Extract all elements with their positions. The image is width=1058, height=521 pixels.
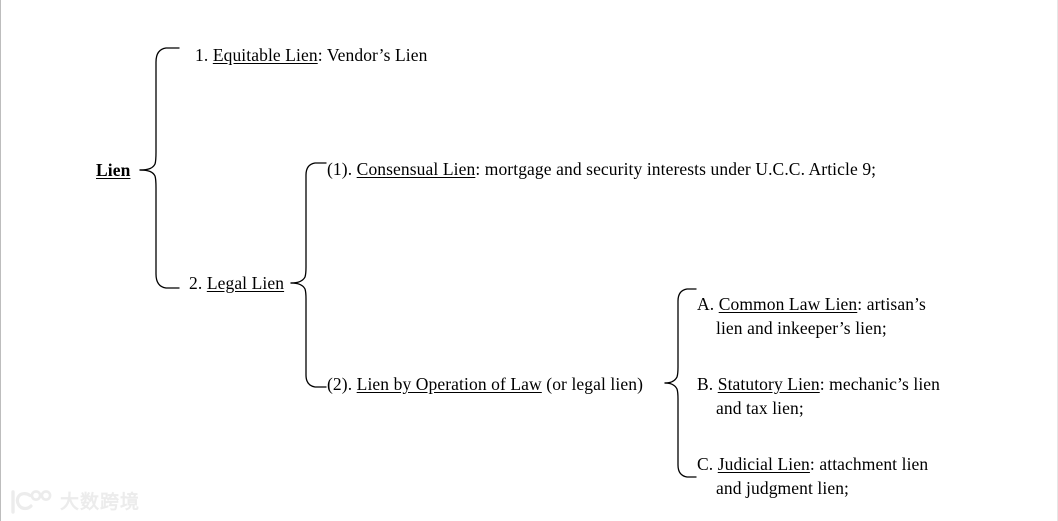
node-3-a-number: A. (697, 294, 715, 314)
node-1-number: 1. (195, 45, 209, 65)
brace-operation-of-law-to-level3 (664, 283, 697, 483)
node-1-term: Equitable Lien (212, 45, 318, 65)
node-3-a-line2: lien and inkeeper’s lien; (716, 318, 887, 338)
node-2-2-rest: (or legal lien) (541, 374, 644, 394)
node-2-1-term: Consensual Lien (356, 159, 476, 179)
node-2-term: Legal Lien (206, 273, 285, 293)
node-1-rest: : Vendor’s Lien (317, 45, 428, 65)
node-3-b-statutory-lien: B. Statutory Lien: mechanic’s lien and ta… (697, 372, 997, 420)
node-2-1-number: (1). (327, 159, 353, 179)
node-3-c-line2: and judgment lien; (716, 478, 850, 498)
watermark-text: 大数跨境 (60, 491, 141, 513)
node-3-a-rest: : artisan’s (857, 294, 926, 314)
brace-legal-lien-to-level2 (290, 155, 327, 395)
node-3-c-number: C. (697, 454, 714, 474)
node-2-1-consensual-lien: (1). Consensual Lien: mortgage and secur… (327, 157, 876, 181)
node-3-c-term: Judicial Lien (717, 454, 810, 474)
node-2-legal-lien: 2. Legal Lien (189, 271, 284, 295)
node-2-2-term: Lien by Operation of Law (356, 374, 542, 394)
node-1-equitable-lien: 1. Equitable Lien: Vendor’s Lien (195, 43, 427, 67)
node-3-c-judicial-lien: C. Judicial Lien: attachment lien and jud… (697, 452, 997, 500)
node-3-a-common-law-lien: A. Common Law Lien: artisan’s lien and in… (697, 292, 997, 340)
node-2-1-rest: : mortgage and security interests under … (475, 159, 877, 179)
node-2-2-lien-by-operation-of-law: (2). Lien by Operation of Law (or legal … (327, 372, 643, 396)
watermark: 大数跨境 (9, 489, 140, 515)
node-3-b-number: B. (697, 374, 714, 394)
node-2-2-number: (2). (327, 374, 353, 394)
root-node-lien: Lien (96, 160, 131, 180)
node-3-b-line2: and tax lien; (716, 398, 804, 418)
ic-logo-icon (9, 489, 53, 515)
node-3-b-rest: : mechanic’s lien (819, 374, 941, 394)
node-3-a-term: Common Law Lien (718, 294, 858, 314)
node-2-number: 2. (189, 273, 203, 293)
brace-root-to-level1 (139, 40, 180, 295)
node-3-b-term: Statutory Lien (717, 374, 820, 394)
node-3-c-rest: : attachment lien (809, 454, 929, 474)
